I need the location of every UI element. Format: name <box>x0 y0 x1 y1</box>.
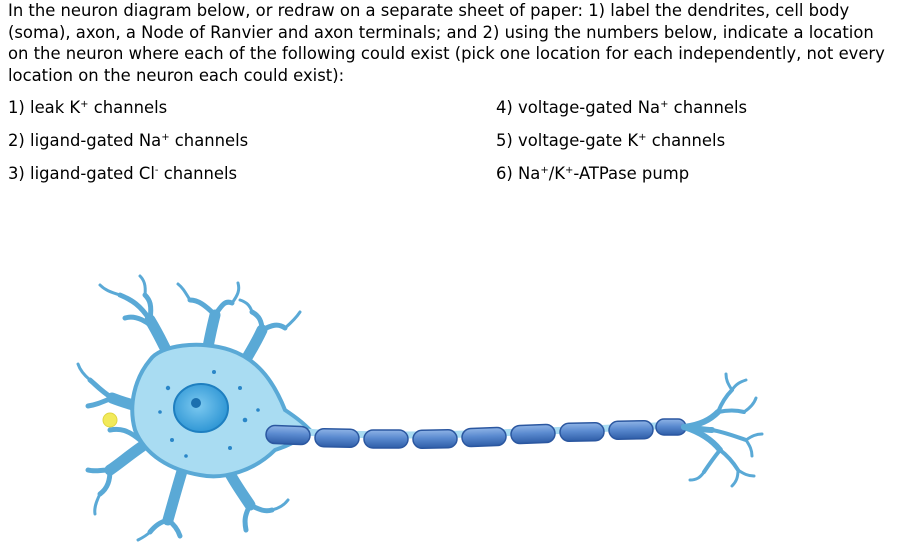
instructions-line-2: (soma), axon, a Node of Ranvier and axon… <box>8 22 874 42</box>
option-4-suffix: channels <box>668 98 748 117</box>
myelin-segment <box>363 429 409 449</box>
instructions-paragraph: In the neuron diagram below, or redraw o… <box>8 0 913 86</box>
myelin-segment <box>608 420 654 440</box>
option-2-text: 2) ligand-gated Na <box>8 131 162 150</box>
option-6-text: 6) Na <box>496 164 541 183</box>
option-1-text: 1) leak K <box>8 98 81 117</box>
option-4-sup: + <box>660 99 669 110</box>
option-2-sup: + <box>161 132 170 143</box>
cell-body <box>102 342 313 479</box>
option-6-sup: + <box>540 165 549 176</box>
option-3-text: 3) ligand-gated Cl <box>8 164 155 183</box>
instructions-line-1: In the neuron diagram below, or redraw o… <box>8 1 850 20</box>
myelin-segment <box>559 422 605 442</box>
option-2: 2) ligand-gated Na+ channels <box>8 131 248 151</box>
option-2-suffix: channels <box>169 131 249 150</box>
option-5-suffix: channels <box>646 131 726 150</box>
myelin-sheath <box>265 418 687 449</box>
axon-hillock-dot <box>102 412 118 428</box>
option-1-sup: + <box>80 99 89 110</box>
instructions-line-3: on the neuron where each of the followin… <box>8 44 885 64</box>
option-3-suffix: channels <box>158 164 238 183</box>
instructions-line-4: location on the neuron each could exist)… <box>8 65 345 85</box>
option-6: 6) Na+/K+-ATPase pump <box>496 164 689 184</box>
option-6-sup2: + <box>565 165 574 176</box>
nucleus <box>173 383 229 433</box>
myelin-segment <box>510 423 556 445</box>
myelin-segment <box>314 428 360 448</box>
nucleolus <box>191 398 201 408</box>
option-6-mid: /K <box>548 164 566 183</box>
axon-terminals <box>681 372 764 488</box>
option-1: 1) leak K+ channels <box>8 98 167 118</box>
dendrites <box>76 274 302 542</box>
option-5-text: 5) voltage-gate K <box>496 131 639 150</box>
option-1-suffix: channels <box>88 98 168 117</box>
myelin-segment <box>265 424 311 446</box>
myelin-segment <box>461 426 507 448</box>
option-4-text: 4) voltage-gated Na <box>496 98 661 117</box>
option-6-suffix: -ATPase pump <box>573 164 690 183</box>
option-3: 3) ligand-gated Cl- channels <box>8 164 237 184</box>
option-5: 5) voltage-gate K+ channels <box>496 131 725 151</box>
cytoplasm-granules <box>158 370 260 458</box>
option-4: 4) voltage-gated Na+ channels <box>496 98 747 118</box>
option-5-sup: + <box>638 132 647 143</box>
myelin-segment <box>412 429 458 449</box>
option-3-sup: - <box>154 165 159 176</box>
